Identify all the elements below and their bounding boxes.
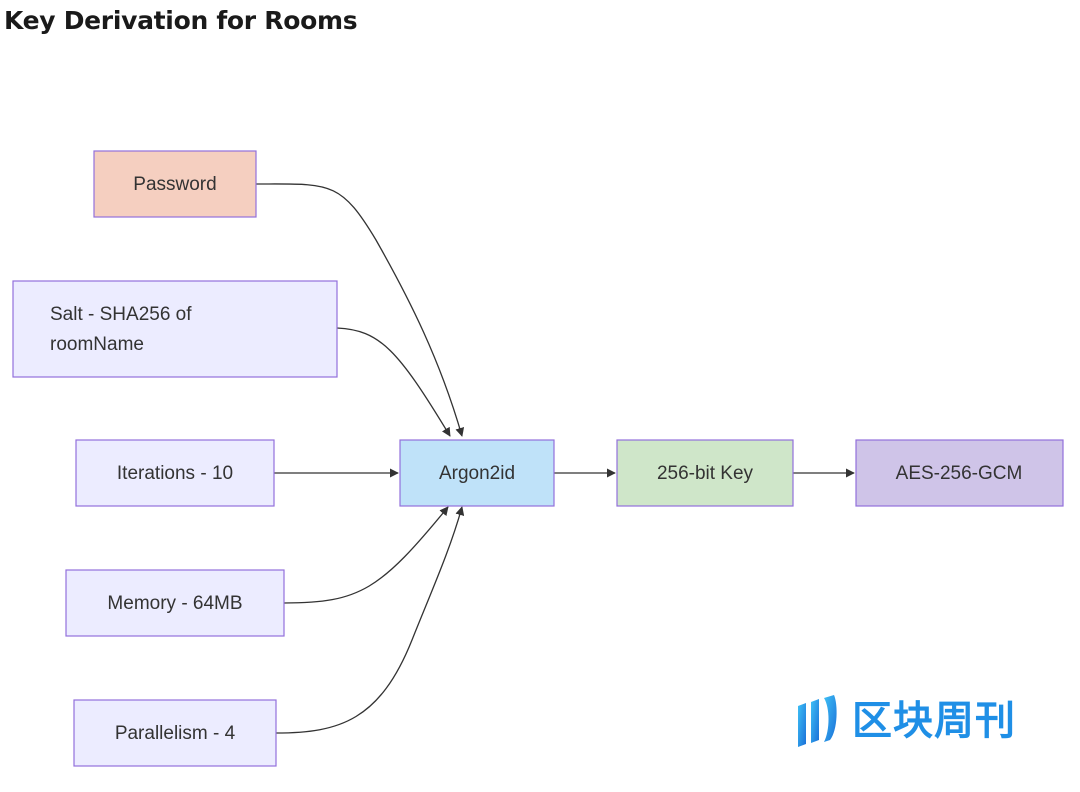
- watermark-text: 区块周刊: [852, 698, 1016, 744]
- node-argon-label: Argon2id: [439, 463, 515, 484]
- edge-parallelism-argon: [275, 506, 465, 734]
- node-salt-label-line-2: roomName: [50, 334, 144, 355]
- node-salt: Salt - SHA256 of roomName: [12, 280, 338, 378]
- node-key: 256-bit Key: [616, 439, 794, 507]
- node-iterations: Iterations - 10: [75, 439, 275, 507]
- node-password-label: Password: [133, 174, 216, 195]
- node-password-box: [93, 150, 257, 218]
- node-argon-box: [399, 439, 555, 507]
- node-parallelism-box: [73, 699, 277, 767]
- node-salt-box: [12, 280, 338, 378]
- watermark: 区块周刊: [796, 694, 1016, 748]
- node-iterations-label: Iterations - 10: [117, 463, 233, 484]
- node-aes-label: AES-256-GCM: [896, 463, 1023, 484]
- edge-salt-argon: [336, 327, 451, 437]
- node-memory-box: [65, 569, 285, 637]
- node-memory-label: Memory - 64MB: [107, 593, 242, 614]
- node-argon: Argon2id: [399, 439, 555, 507]
- node-key-label: 256-bit Key: [657, 463, 754, 484]
- node-salt-label-line-1: Salt - SHA256 of: [50, 304, 192, 325]
- node-password: Password: [93, 150, 257, 218]
- edge-password-argon: [255, 183, 465, 437]
- node-iterations-box: [75, 439, 275, 507]
- node-aes-box: [855, 439, 1064, 507]
- node-parallelism: Parallelism - 4: [73, 699, 277, 767]
- node-key-box: [616, 439, 794, 507]
- node-parallelism-label: Parallelism - 4: [115, 723, 236, 744]
- node-memory: Memory - 64MB: [65, 569, 285, 637]
- page-title: Key Derivation for Rooms: [4, 6, 358, 35]
- block-weekly-logo-icon: [798, 695, 837, 747]
- node-aes: AES-256-GCM: [855, 439, 1064, 507]
- edge-memory-argon: [283, 506, 449, 604]
